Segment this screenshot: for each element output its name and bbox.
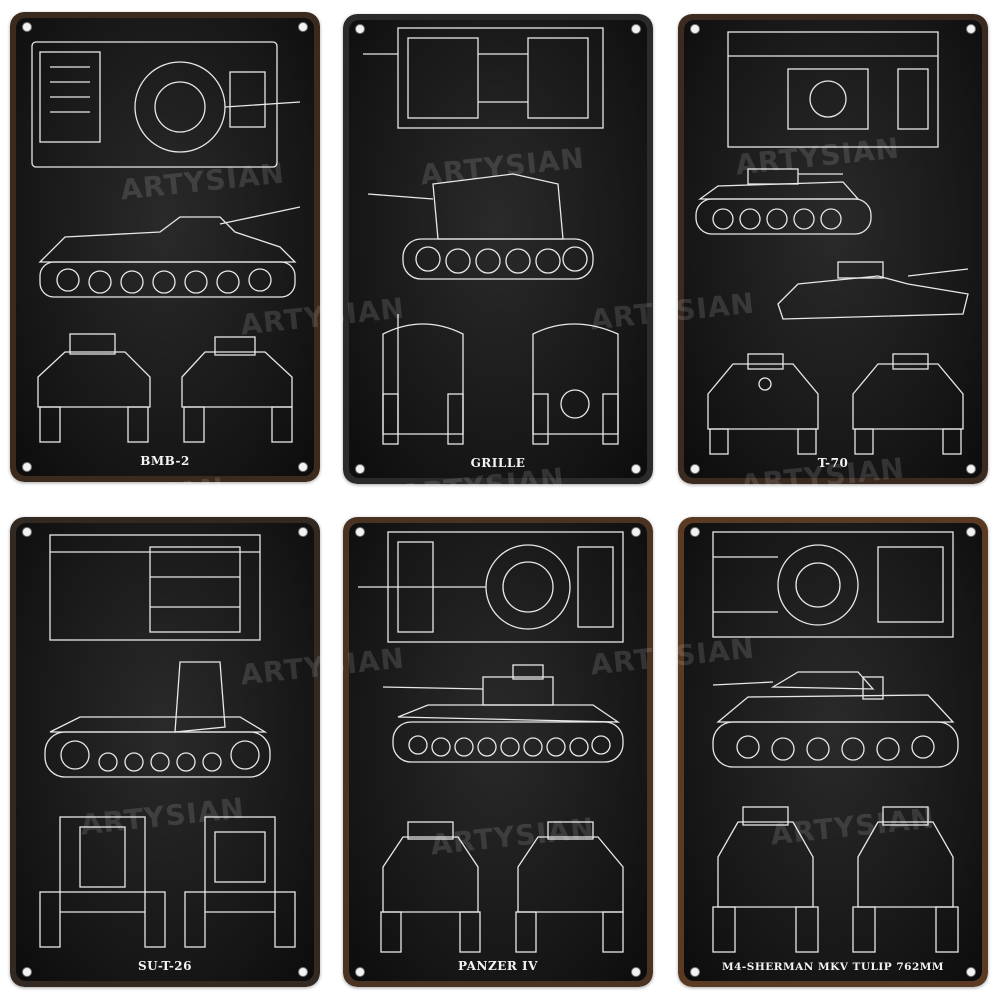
mounting-hole: [631, 464, 641, 474]
tank-blueprint-drawing: [363, 27, 619, 445]
mounting-hole: [631, 24, 641, 34]
side-view: [38, 206, 301, 298]
tank-blueprint-drawing: [358, 531, 624, 953]
sign-panel: [349, 20, 647, 478]
mounting-hole: [298, 967, 308, 977]
side-view: [44, 661, 271, 778]
mounting-hole: [298, 527, 308, 537]
mounting-hole: [966, 24, 976, 34]
mounting-hole: [631, 527, 641, 537]
side-view: [382, 664, 624, 763]
mounting-hole: [355, 967, 365, 977]
mounting-hole: [22, 462, 32, 472]
mounting-hole: [22, 22, 32, 32]
front-view: [380, 821, 481, 953]
metal-sign-sut26: SU-T-26: [10, 517, 320, 987]
side-view-upper: [695, 168, 872, 235]
front-view: [382, 314, 464, 445]
mounting-hole: [966, 527, 976, 537]
side-view-lower: [777, 261, 969, 320]
mounting-hole: [298, 462, 308, 472]
top-view: [712, 531, 954, 638]
top-view: [49, 534, 261, 641]
mounting-hole: [22, 967, 32, 977]
rear-view: [184, 816, 296, 948]
sign-panel: [16, 18, 314, 476]
front-view: [707, 353, 819, 455]
rear-view: [852, 353, 964, 455]
mounting-hole: [690, 967, 700, 977]
tank-blueprint-drawing: [712, 531, 959, 953]
sign-caption: PANZER IV: [458, 959, 538, 973]
metal-sign-t70: T-70: [678, 14, 988, 484]
front-view: [712, 806, 819, 953]
top-view: [363, 27, 604, 129]
rear-view: [852, 806, 959, 953]
mounting-hole: [690, 527, 700, 537]
mounting-hole: [631, 967, 641, 977]
top-view: [358, 531, 624, 643]
tank-blueprint-drawing: [695, 31, 969, 455]
mounting-hole: [355, 24, 365, 34]
metal-sign-grille: GRILLE: [343, 14, 653, 484]
mounting-hole: [690, 464, 700, 474]
mounting-hole: [966, 464, 976, 474]
sign-caption: M4-SHERMAN MKV TULIP 762MM: [721, 961, 945, 973]
mounting-hole: [355, 464, 365, 474]
front-view: [39, 816, 166, 948]
top-view: [31, 41, 301, 168]
sign-panel: [684, 20, 982, 478]
metal-sign-panzer-iv: PANZER IV: [343, 517, 653, 987]
tank-blueprint-drawing: [31, 41, 301, 443]
sign-caption: SU-T-26: [137, 959, 193, 973]
sign-caption: BMB-2: [140, 454, 190, 468]
mounting-hole: [298, 22, 308, 32]
sign-caption: GRILLE: [470, 456, 526, 470]
sign-panel: [349, 523, 647, 981]
rear-view: [181, 336, 293, 443]
top-view: [727, 31, 939, 148]
front-view: [37, 333, 151, 443]
metal-sign-bmb2: BMB-2: [10, 12, 320, 482]
side-view: [712, 671, 959, 768]
side-view: [367, 173, 594, 280]
rear-view: [532, 323, 619, 445]
mounting-hole: [966, 967, 976, 977]
mounting-hole: [355, 527, 365, 537]
metal-sign-m4-sherman: M4-SHERMAN MKV TULIP 762MM: [678, 517, 988, 987]
tank-blueprint-drawing: [39, 534, 296, 948]
rear-view: [515, 821, 624, 953]
mounting-hole: [690, 24, 700, 34]
mounting-hole: [22, 527, 32, 537]
sign-caption: T-70: [817, 456, 849, 470]
